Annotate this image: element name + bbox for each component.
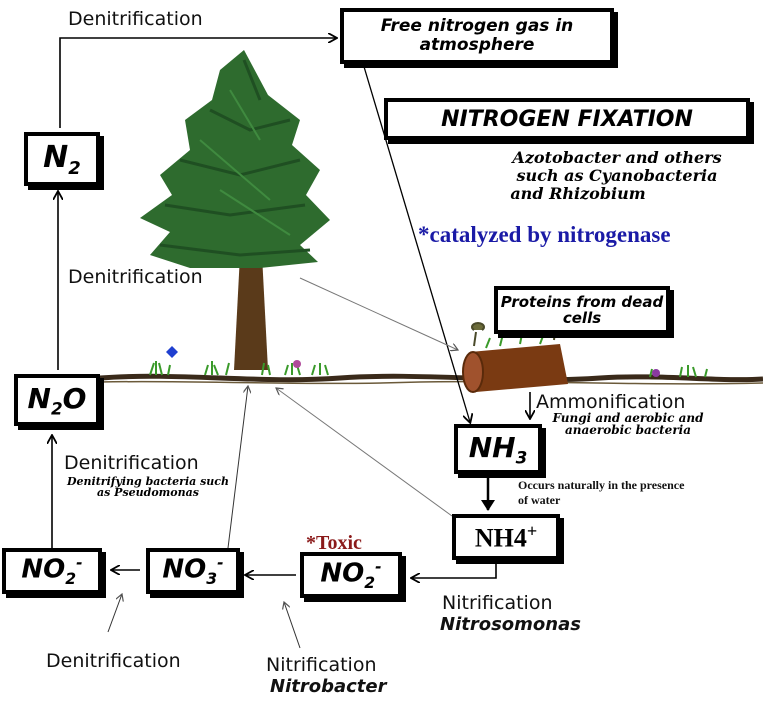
fixation-organisms-line-2: such as Cyanobacteria	[516, 166, 718, 185]
n2o-box: N2O	[14, 374, 100, 426]
catalyzed-label: *catalyzed by nitrogenase	[418, 222, 671, 247]
grass-and-flowers	[149, 361, 708, 378]
no2-left-box: NO2-	[2, 548, 102, 594]
nitrification-label-2: Nitrification	[266, 654, 377, 676]
nitrification-label-1: Nitrification	[442, 592, 553, 614]
nitrobacter-label: Nitrobacter	[270, 676, 387, 697]
nitrogen-fixation-box: NITROGEN FIXATION	[384, 98, 750, 140]
denitrification-bottom-label: Denitrification	[46, 650, 181, 672]
arrow-nh4-to-no2right	[412, 560, 497, 578]
no2-right-box: NO2-	[300, 552, 402, 598]
occurs-naturally-label: Occurs naturally in the presence of wate…	[518, 478, 685, 507]
log-illustration	[462, 318, 568, 393]
toxic-label: *Toxic	[306, 532, 362, 554]
denitrification-tree-label: Denitrification	[68, 266, 203, 288]
nitrogen-fixation-title: NITROGEN FIXATION	[441, 106, 693, 132]
tree-illustration	[140, 50, 330, 370]
nh3-box: NH3	[454, 424, 542, 474]
nitrosomonas-label: Nitrosomonas	[440, 614, 581, 635]
arrow-tree-to-log	[299, 277, 458, 350]
arrow-atmosphere-to-nh3	[361, 59, 470, 422]
purple-flower	[652, 369, 660, 377]
n2-box: N2	[24, 132, 100, 186]
arrow-no3-to-ground	[227, 386, 248, 549]
ammonification-organisms: Fungi and aerobic and anaerobic bacteria	[552, 411, 704, 437]
fixation-organisms-line-1: Azotobacter and others	[512, 148, 722, 167]
arrow-nh4-to-ground	[276, 388, 453, 517]
arrow-denit-to-no2left	[107, 594, 122, 633]
blue-flower	[166, 346, 178, 358]
ammonification-label: Ammonification	[536, 391, 686, 413]
proteins-text: Proteins from dead cells	[500, 292, 664, 327]
pink-flower	[293, 360, 301, 368]
fixation-organisms-line-3: and Rhizobium	[510, 184, 646, 203]
denitrifying-bacteria-label: Denitrifying bacteria such as Pseudomona…	[66, 475, 229, 499]
denitrification-mid-label: Denitrification	[64, 452, 199, 474]
free-nitrogen-box: Free nitrogen gas in atmosphere	[340, 8, 614, 64]
denitrification-top-label: Denitrification	[68, 8, 203, 30]
free-nitrogen-text: Free nitrogen gas in atmosphere	[380, 16, 574, 55]
arrow-nitrif-to-no2right	[284, 602, 301, 649]
nh4-box: NH4+	[452, 514, 560, 560]
arrow-n2-to-atmosphere	[59, 38, 336, 128]
ground-line	[99, 373, 763, 383]
proteins-box: Proteins from dead cells	[494, 286, 670, 334]
no3-box: NO3-	[146, 548, 240, 594]
